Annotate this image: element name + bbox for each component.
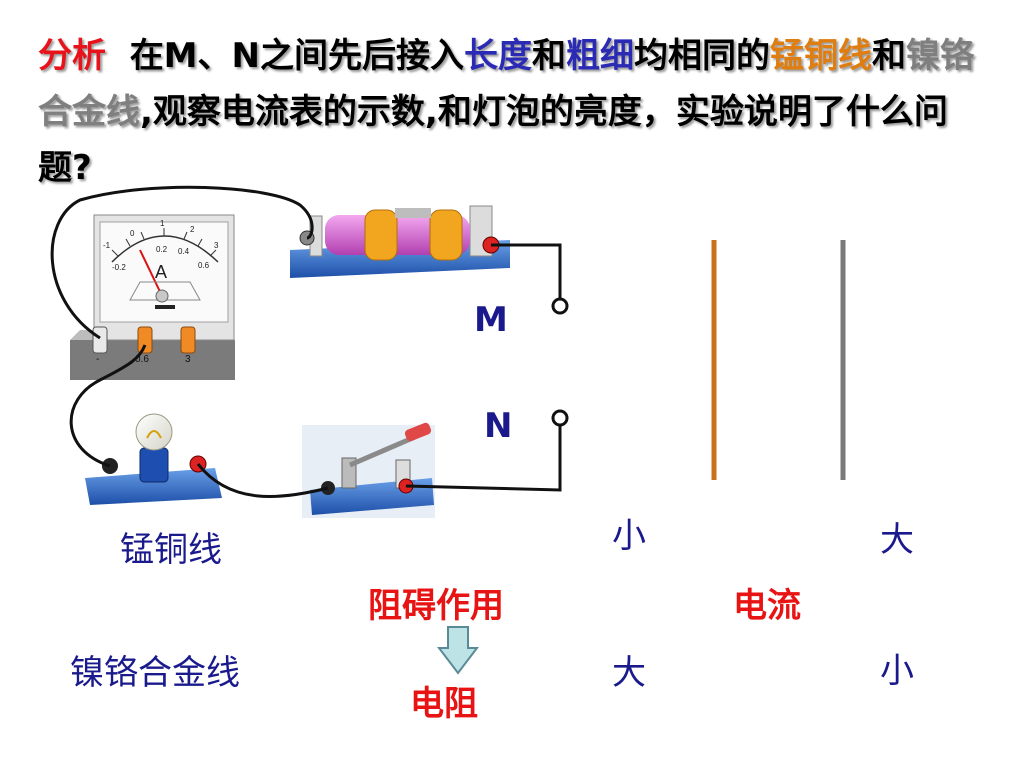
wire-n-switch [405,425,562,492]
light-bulb [85,413,222,505]
ammeter-scale-label: 1 [160,219,165,228]
ammeter-mirror-strip [129,281,201,301]
row-label-manganin: 锰铜线 [120,530,222,570]
value-nichrome-current: 小 [880,651,914,691]
row-label-nichrome: 镍铬合金线 [70,653,240,693]
analysis-label: 分析 [38,36,106,76]
conclusion-resistance: 电阻 [410,684,478,724]
rheostat-band-right [429,209,463,261]
statement-part-3: ,观察电流表的示数,和灯泡的亮度，实验说明了什么问题? [38,92,948,188]
bulb-filament [146,430,162,439]
knife-switch [302,422,435,518]
keyword-nichrome-wire: 镍铬合金线 [38,36,974,132]
value-manganin-current: 大 [880,520,914,560]
rheostat-slider [395,208,431,218]
problem-statement: 分析 在M、N之间先后接入长度和粗细均相同的锰铜线和镍铬合金线,观察电流表的示数… [38,28,988,196]
value-manganin-obstruction: 小 [612,516,646,556]
keyword-manganin-wire: 锰铜线 [769,36,872,76]
header-current: 电流 [733,586,801,626]
ammeter-scale-label: 2 [190,225,195,234]
terminal-m-contact [551,297,569,315]
down-arrow-icon [436,626,480,675]
ammeter-scale-label: 3 [214,241,219,250]
circuit-wires [50,185,562,499]
ammeter-3-terminal [180,326,196,354]
wire-bulb-ammeter [69,344,147,468]
terminal-label: - [96,354,99,365]
keyword-length: 长度 [463,36,532,76]
bulb-base [85,468,222,505]
terminal-n-label: N [484,406,513,446]
statement-part-2: 均相同的 [633,36,770,76]
terminal-label: 0.6 [135,354,149,365]
ammeter-scale-label: 0 [130,229,135,238]
bulb-socket [139,447,169,483]
terminal-m-label: M [474,300,508,340]
ammeter-scale-label: 0.2 [156,245,168,254]
keyword-thickness: 粗细 [565,36,634,76]
ammeter: -1 -0.2 0 0.2 0.4 0.6 1 2 3 A - 0.6 [70,214,235,380]
statement-part-1: 在M、N之间先后接入 [129,36,464,76]
switch-blade [349,434,416,468]
wire-switch-bulb [196,463,329,499]
ammeter-scale-label: 0.4 [178,247,190,256]
sliding-rheostat [290,205,510,278]
ammeter-unit: A [155,262,167,282]
terminal-n-contact [551,409,569,427]
ammeter-scale-label: 0.6 [198,261,210,270]
ammeter-scale-label: -1 [103,241,111,250]
rheostat-band-left [364,209,398,261]
switch-handle [404,422,432,442]
wire-rheostat-m [491,243,562,300]
header-obstruction: 阻碍作用 [368,586,504,626]
terminal-label: 3 [185,354,191,365]
value-nichrome-obstruction: 大 [612,653,646,693]
statement-and-2: 和 [871,36,906,76]
ammeter-scale-label: -0.2 [112,263,126,272]
ammeter-slot [155,305,175,309]
zero-adjust-screw [155,289,169,303]
ammeter-negative-terminal [92,326,108,354]
wire-ammeter-rheostat [50,185,314,340]
statement-and-1: 和 [531,36,566,76]
ammeter-0.6-terminal [137,326,153,354]
